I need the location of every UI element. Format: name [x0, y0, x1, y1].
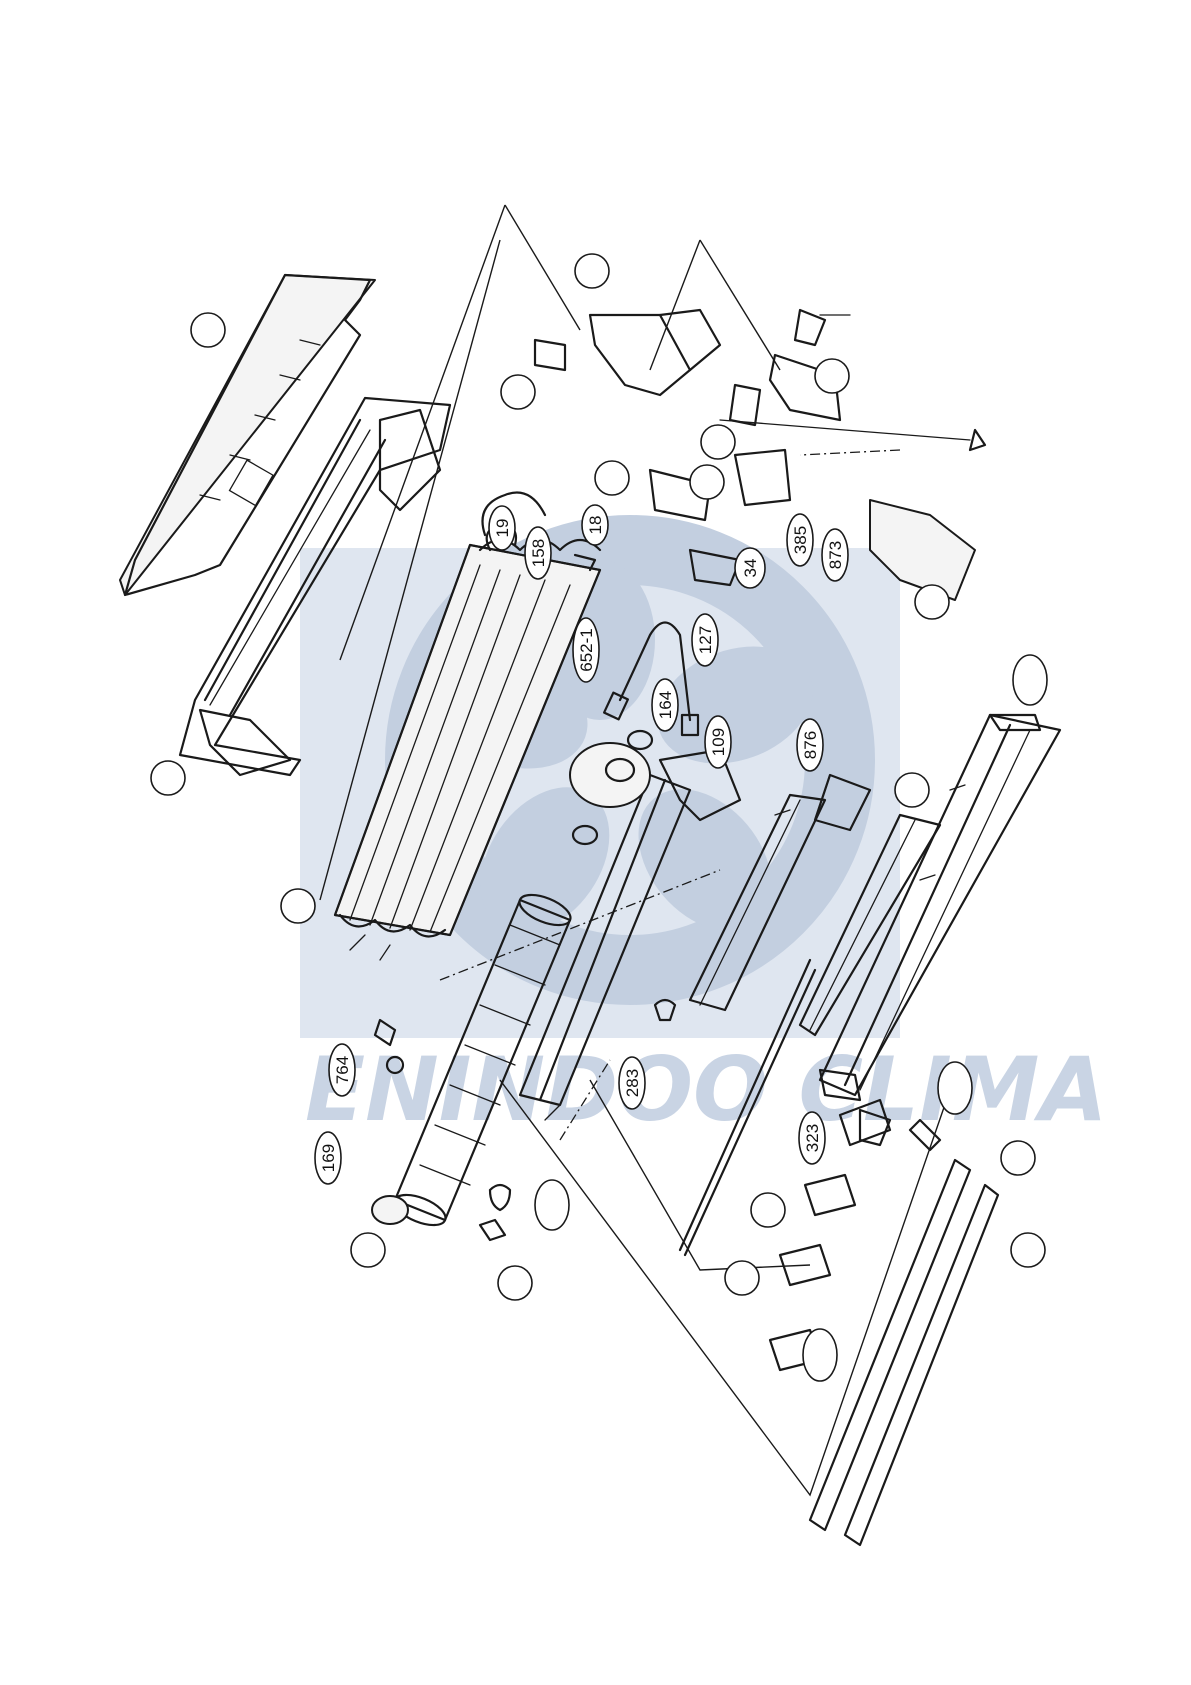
svg-text:764: 764: [333, 1056, 352, 1084]
callout-19: 19: [489, 506, 515, 550]
callout-blank-connector: [915, 585, 949, 619]
svg-text:109: 109: [709, 728, 728, 756]
callout-18: 18: [582, 505, 608, 545]
callout-283: 283: [619, 1057, 645, 1109]
svg-text:652-1: 652-1: [577, 628, 596, 671]
callout-164: 164: [652, 679, 678, 731]
callout-blank-louver-2: [1011, 1233, 1045, 1267]
svg-text:18: 18: [586, 516, 605, 535]
callout-873: 873: [822, 529, 848, 581]
callout-34: 34: [735, 548, 765, 588]
svg-text:158: 158: [529, 539, 548, 567]
callout-blank-louver-1: [1001, 1141, 1035, 1175]
svg-text:385: 385: [791, 526, 810, 554]
callout-blank-evaporator: [281, 889, 315, 923]
callout-blank-pcb: [815, 359, 849, 393]
svg-text:19: 19: [493, 519, 512, 538]
svg-text:169: 169: [319, 1144, 338, 1172]
callout-blank-bracket: [595, 461, 629, 495]
callout-876: 876: [797, 719, 823, 771]
svg-text:164: 164: [656, 691, 675, 719]
callout-blank-louver-3: [751, 1193, 785, 1227]
callout-109: 109: [705, 716, 731, 768]
callout-blank-fan-motor-end: [535, 1180, 569, 1230]
callout-323: 323: [799, 1112, 825, 1164]
svg-text:34: 34: [741, 559, 760, 578]
callout-127: 127: [692, 614, 718, 666]
swing-vane: [810, 1160, 998, 1545]
svg-text:283: 283: [623, 1069, 642, 1097]
callout-blank-louver-4: [803, 1329, 837, 1381]
callout-764: 764: [329, 1044, 355, 1096]
callout-169: 169: [315, 1132, 341, 1184]
callout-blank-top-box: [575, 254, 609, 288]
svg-text:873: 873: [826, 541, 845, 569]
rear-mounting-plate: [120, 275, 375, 595]
callout-652-1: 652-1: [573, 618, 599, 682]
callout-blank-rear-plate: [191, 313, 225, 347]
callout-blank-screw: [498, 1266, 532, 1300]
callout-blank-front-panel: [895, 773, 929, 807]
svg-text:323: 323: [803, 1124, 822, 1152]
callout-blank-bearing: [351, 1233, 385, 1267]
callout-blank-vane: [725, 1261, 759, 1295]
callout-blank-terminal: [701, 425, 735, 459]
callout-blank-sensor-holder: [690, 465, 724, 499]
callout-blank-clamp: [501, 375, 535, 409]
callout-158: 158: [525, 527, 551, 579]
callout-blank-frame: [1013, 655, 1047, 705]
svg-text:127: 127: [696, 626, 715, 654]
callout-blank-drain: [151, 761, 185, 795]
callout-blank-link: [938, 1062, 972, 1114]
svg-text:876: 876: [801, 731, 820, 759]
callout-385: 385: [787, 514, 813, 566]
